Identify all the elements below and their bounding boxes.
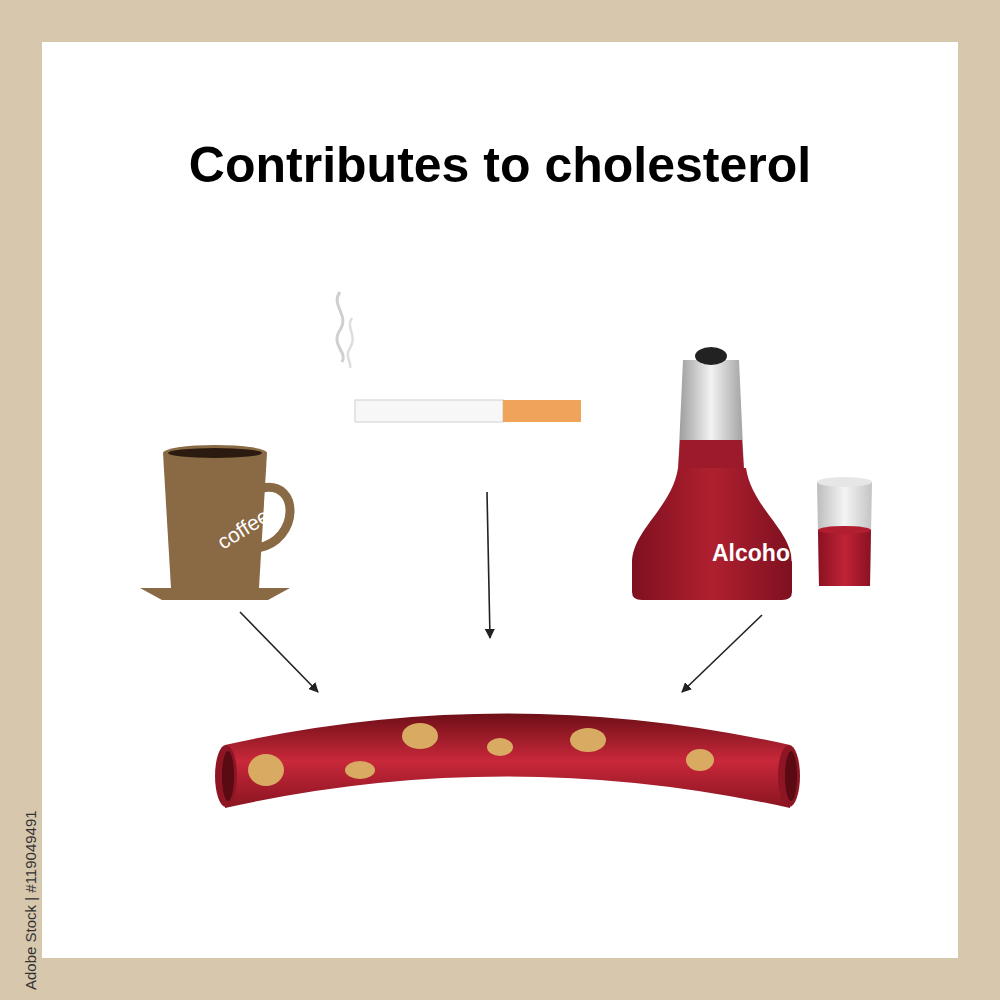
bottle-neck [678,360,744,470]
coffee-surface [168,448,262,458]
alcohol-bottle-node: Alcohol [632,468,792,600]
smoke [348,318,353,368]
bottle-body [632,468,792,600]
alcohol-bottle [632,468,792,600]
arrow [487,492,490,638]
arrow [682,615,762,692]
blood-vessel [225,714,790,809]
glass [817,482,872,586]
coffee-cup-node: coffee [163,445,267,588]
smoke [337,292,343,362]
glass-rim [817,477,872,487]
cup-rim [163,445,267,461]
arrow [240,612,318,692]
vessel-end [215,745,237,807]
bottle-liquid [678,440,744,470]
cigarette-filter [503,400,581,422]
bottle-cap [695,347,727,365]
saucer [140,588,290,600]
bottle-label: Alcohol [712,540,796,567]
vessel-lumen [785,751,797,801]
glass-liquid [818,530,871,586]
diagram-title: Contributes to cholesterol [0,136,1000,194]
cigarette-paper [355,400,503,422]
vessel-lumen [222,751,234,801]
plaques [248,723,714,786]
watermark-text: Adobe Stock | #119049491 [22,810,39,990]
vessel-end [778,745,800,807]
glass-liquid-top [818,526,871,534]
